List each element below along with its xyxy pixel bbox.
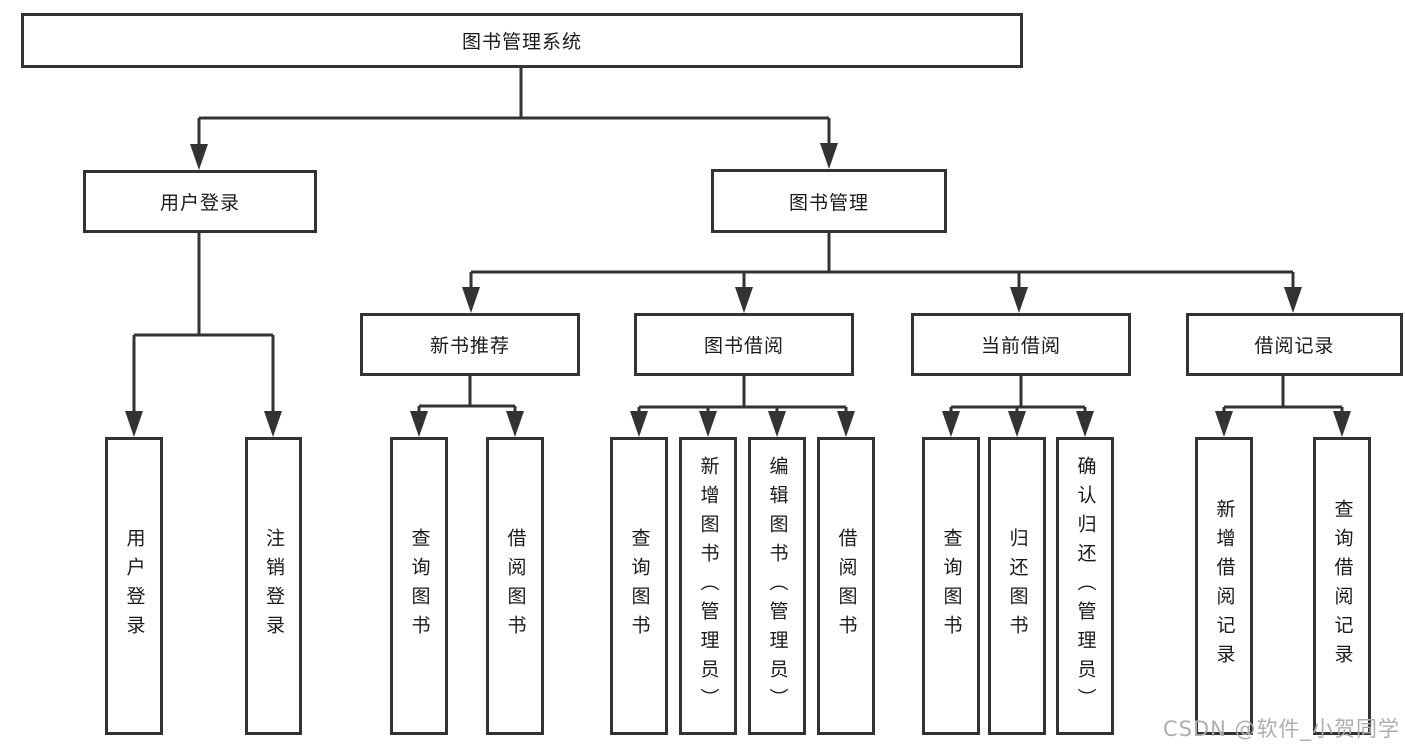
leaf-borrow-books-recommend-label: 借阅图书 — [504, 528, 527, 644]
leaf-query-books-borrow: 查询图书 — [610, 437, 668, 735]
node-book-management-label: 图书管理 — [788, 191, 869, 214]
node-user-login-label: 用户登录 — [159, 192, 240, 214]
node-borrow-record-label: 借阅记录 — [1254, 335, 1335, 357]
leaf-return-book: 归还图书 — [988, 437, 1046, 735]
leaf-query-borrow-record-label: 查询借阅记录 — [1331, 499, 1354, 673]
node-current-borrow: 当前借阅 — [911, 313, 1131, 376]
node-user-login: 用户登录 — [83, 170, 317, 233]
leaf-add-book-admin-label: 新增图书（管理员） — [697, 455, 720, 717]
leaf-query-books-recommend-label: 查询图书 — [408, 528, 431, 644]
leaf-add-book-admin: 新增图书（管理员） — [679, 437, 737, 735]
leaf-add-borrow-record-label: 新增借阅记录 — [1213, 499, 1236, 673]
leaf-query-books-current-label: 查询图书 — [940, 528, 963, 644]
leaf-confirm-return-admin: 确认归还（管理员） — [1056, 437, 1114, 735]
leaf-borrow-books-recommend: 借阅图书 — [486, 437, 544, 735]
node-book-borrow: 图书借阅 — [634, 313, 854, 376]
leaf-edit-book-admin-label: 编辑图书（管理员） — [766, 455, 789, 717]
node-root-label: 图书管理系统 — [461, 31, 582, 53]
leaf-add-borrow-record: 新增借阅记录 — [1195, 437, 1253, 735]
leaf-query-borrow-record: 查询借阅记录 — [1313, 437, 1371, 735]
leaf-query-books-current: 查询图书 — [922, 437, 980, 735]
leaf-borrow-books-label: 借阅图书 — [835, 528, 858, 644]
node-current-borrow-label: 当前借阅 — [980, 335, 1061, 357]
node-new-book-recommend-label: 新书推荐 — [429, 335, 510, 357]
node-root-library-system: 图书管理系统 — [21, 13, 1023, 68]
leaf-edit-book-admin: 编辑图书（管理员） — [748, 437, 806, 735]
node-borrow-record: 借阅记录 — [1186, 313, 1403, 376]
leaf-query-books-borrow-label: 查询图书 — [628, 528, 651, 644]
leaf-user-login: 用户登录 — [105, 437, 163, 735]
csdn-watermark: CSDN @软件_小贺同学 — [1162, 717, 1400, 741]
leaf-confirm-return-admin-label: 确认归还（管理员） — [1074, 455, 1097, 717]
leaf-logout-label: 注销登录 — [263, 528, 285, 644]
node-book-borrow-label: 图书借阅 — [703, 335, 784, 357]
node-new-book-recommend: 新书推荐 — [360, 313, 580, 376]
node-book-management: 图书管理 — [711, 169, 947, 233]
leaf-user-login-label: 用户登录 — [123, 528, 146, 644]
leaf-return-book-label: 归还图书 — [1006, 528, 1029, 644]
leaf-logout: 注销登录 — [245, 437, 302, 735]
leaf-borrow-books: 借阅图书 — [817, 437, 875, 735]
leaf-query-books-recommend: 查询图书 — [390, 437, 448, 735]
